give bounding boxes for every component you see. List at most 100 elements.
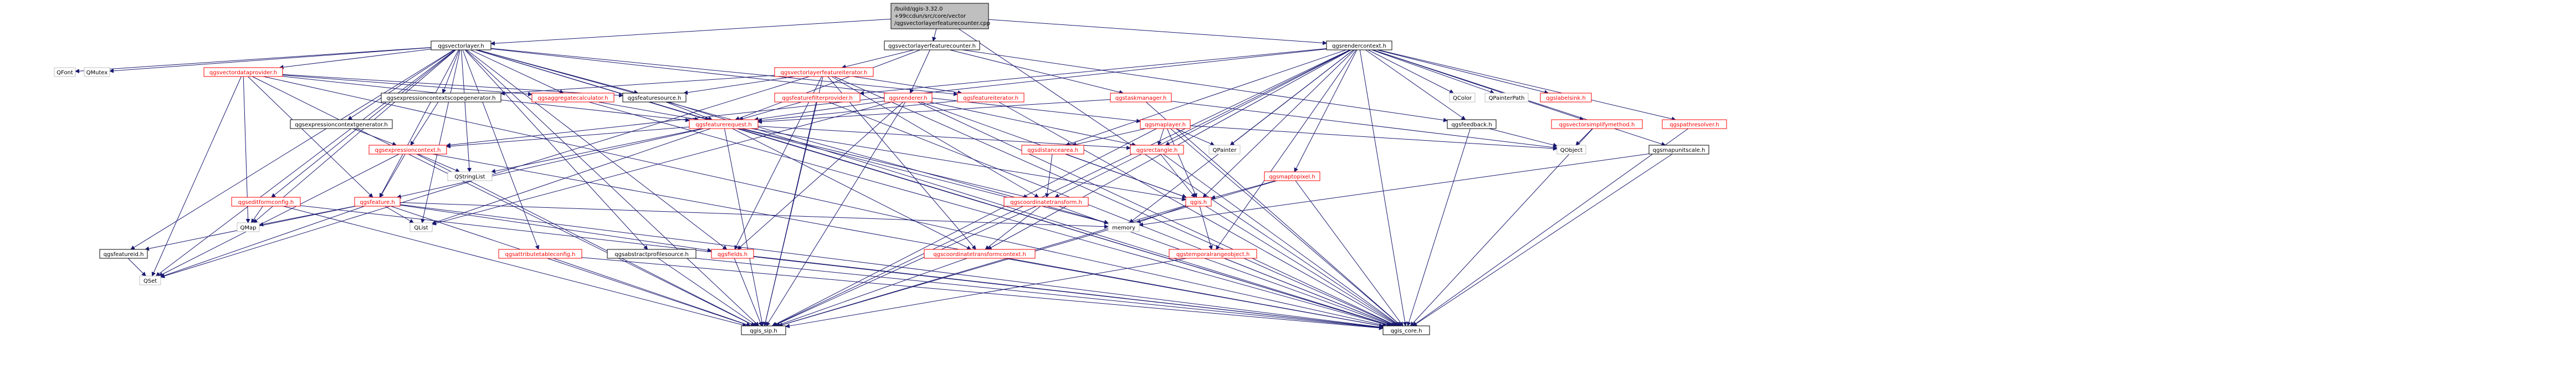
node-attributetableconfig[interactable]: qgsattributetableconfig.h — [498, 249, 582, 259]
dependency-edge — [1165, 49, 1351, 146]
dependency-edge — [1162, 154, 1401, 326]
node-featureiterator[interactable]: qgsfeatureiterator.h — [957, 93, 1025, 103]
node-featureid[interactable]: qgsfeatureid.h — [99, 249, 148, 259]
node-counter[interactable]: qgsvectorlayerfeaturecounter.h — [884, 40, 980, 50]
node-aggcalc[interactable]: qgsaggregatecalculator.h — [531, 93, 614, 103]
node-qgis[interactable]: qgis.h — [1185, 197, 1212, 207]
node-qlist[interactable]: QList — [409, 222, 433, 232]
node-sip[interactable]: qgis_sip.h — [741, 325, 786, 335]
node-label: qgstaskmanager.h — [1115, 95, 1167, 101]
dependency-edge — [742, 128, 1028, 199]
dependency-edge — [665, 101, 713, 121]
node-feature[interactable]: qgsfeature.h — [354, 197, 401, 207]
node-memory[interactable]: memory — [1108, 222, 1140, 232]
node-featuresource[interactable]: qgsfeaturesource.h — [622, 93, 687, 103]
dependency-edge — [598, 101, 699, 121]
node-qmutex[interactable]: QMutex — [84, 67, 110, 77]
node-mapunitscale[interactable]: qgsmapunitscale.h — [1648, 145, 1709, 155]
node-fields[interactable]: qgsfields.h — [711, 249, 754, 259]
dependency-edge — [1065, 49, 1346, 146]
dependency-edge — [379, 49, 459, 198]
dependency-edge — [490, 48, 958, 96]
node-label: qgsfeaturesource.h — [628, 95, 682, 101]
node-mapsettings[interactable]: qgsmaplayer.h — [1140, 119, 1191, 129]
dependency-edge — [737, 101, 904, 250]
node-expressioncontext[interactable]: qgsexpressioncontext.h — [368, 145, 447, 155]
node-box — [1110, 93, 1172, 103]
node-expctxgen[interactable]: qgsexpressioncontextgenerator.h — [290, 119, 393, 129]
node-qmap[interactable]: QMap — [237, 222, 260, 232]
node-rendercontext[interactable]: qgsrendercontext.h — [1326, 40, 1392, 50]
node-label: qgsrendercontext.h — [1332, 43, 1386, 49]
node-box — [1208, 145, 1241, 155]
node-featurefilterprovider[interactable]: qgsfeaturefilterprovider.h — [774, 93, 861, 103]
dependency-edge — [247, 76, 373, 198]
node-maptopixel[interactable]: qgsmaptopixel.h — [1264, 171, 1320, 181]
dependency-edge — [695, 258, 1384, 330]
dependency-edge — [735, 49, 920, 121]
node-vlfeatureiterator[interactable]: qgsvectorlayerfeatureiterator.h — [774, 67, 874, 77]
node-ctxtransform[interactable]: qgscoordinatetransformcontext.h — [924, 249, 1036, 259]
dependency-edge — [962, 49, 1448, 122]
node-temporalrange[interactable]: qgstemporalrangeobject.h — [1169, 249, 1257, 259]
node-rectangle[interactable]: qgsrectangle.h — [1130, 145, 1184, 155]
node-vectorlayer[interactable]: qgsvectorlayer.h — [431, 40, 491, 50]
node-taskmanager[interactable]: qgstaskmanager.h — [1110, 93, 1172, 103]
node-label: qgscoordinatetransform.h — [1010, 200, 1082, 206]
dependency-edge — [279, 49, 432, 70]
node-box — [1382, 325, 1430, 335]
node-featurerequest[interactable]: qgsfeaturerequest.h — [689, 119, 759, 129]
node-qobject[interactable]: QObject — [1556, 145, 1586, 155]
dependency-edge — [683, 76, 795, 95]
dependency-edge — [1372, 49, 1584, 121]
node-label: QFont — [57, 70, 73, 76]
node-qset[interactable]: QSet — [139, 275, 161, 285]
dependency-edge — [127, 258, 146, 277]
node-label: QStringList — [454, 174, 485, 180]
dependency-edge — [151, 76, 242, 277]
node-expctxscopegen[interactable]: qgsexpressioncontextscopegenerator.h — [381, 93, 501, 103]
node-abstractprofilesource[interactable]: qgsabstractprofilesource.h — [607, 249, 697, 259]
dependency-edge — [734, 76, 822, 250]
node-labelsink[interactable]: qgslabelsink.h — [1540, 93, 1592, 103]
node-dataprovider[interactable]: qgsvectordataprovider.h — [203, 67, 283, 77]
node-qpainter[interactable]: QPainter — [1208, 145, 1241, 155]
dependency-edge — [432, 128, 711, 224]
node-renderer[interactable]: qgsrenderer.h — [884, 93, 933, 103]
node-editformconfig[interactable]: qgseditformconfig.h — [231, 197, 301, 207]
root-node-label-line: /qgsvectorlayerfeaturecounter.cpp — [894, 21, 990, 27]
node-box — [290, 119, 393, 129]
node-qstringlist[interactable]: QStringList — [447, 171, 493, 181]
node-label: qgsvectordataprovider.h — [209, 70, 277, 76]
node-distancearea[interactable]: qgsdistancearea.h — [1021, 145, 1084, 155]
dependency-edge — [347, 49, 455, 120]
dependency-edge — [1157, 128, 1164, 146]
dependency-edge — [1054, 49, 1351, 198]
dependency-edge — [1224, 258, 1396, 327]
node-qpainterpath[interactable]: QPainterPath — [1484, 93, 1529, 103]
dependency-edge — [771, 128, 1157, 326]
node-box — [1140, 119, 1191, 129]
node-box — [1551, 119, 1643, 129]
dependency-edge — [1368, 49, 1455, 94]
node-simplifymethod[interactable]: qgsvectorsimplifymethod.h — [1551, 119, 1643, 129]
node-box — [1130, 145, 1184, 155]
dependency-edge — [1199, 206, 1213, 250]
node-pathresolver[interactable]: qgspathresolver.h — [1662, 119, 1727, 129]
dependency-edge — [1489, 128, 1558, 147]
dependency-edge — [724, 128, 765, 326]
dependency-edge — [985, 206, 1041, 250]
node-box — [622, 93, 687, 103]
node-coordtransform[interactable]: qgscoordinatetransform.h — [1003, 197, 1089, 207]
dependency-edge — [1160, 154, 1196, 198]
node-qcolor[interactable]: QColor — [1449, 93, 1476, 103]
dependency-edge — [831, 76, 1039, 198]
node-qfont[interactable]: QFont — [54, 67, 76, 77]
dependency-edge — [833, 76, 1397, 326]
node-label: qgsrenderer.h — [889, 95, 928, 101]
node-core[interactable]: qgis_core.h — [1382, 325, 1430, 335]
dependency-edge — [158, 154, 400, 277]
node-feedback[interactable]: qgsfeedback.h — [1447, 119, 1497, 129]
dependency-edge — [738, 128, 1392, 327]
dependency-edge — [467, 49, 728, 250]
